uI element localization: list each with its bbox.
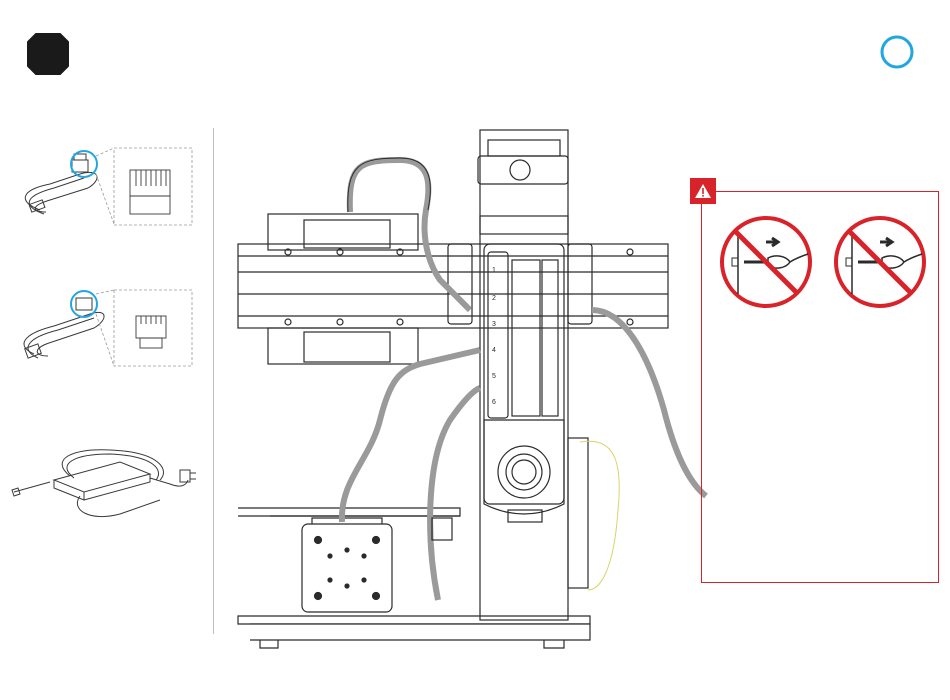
module-label-3: 3 bbox=[492, 321, 496, 328]
warning-triangle-icon bbox=[690, 178, 716, 204]
module-label-1: 1 bbox=[492, 267, 496, 274]
module-label-6: 6 bbox=[492, 399, 496, 406]
cable-a-illustration bbox=[10, 140, 200, 235]
step-badge-icon bbox=[26, 32, 70, 76]
power-adapter-illustration bbox=[10, 440, 200, 535]
module-label-4: 4 bbox=[492, 347, 496, 354]
no-unplug-prohibition-icon bbox=[718, 214, 814, 310]
cable-b-illustration bbox=[10, 286, 200, 376]
step-marker-ring-icon bbox=[880, 35, 914, 69]
no-unplug-prohibition-icon bbox=[832, 214, 928, 310]
printer-frame-illustration: 1 2 3 4 5 6 bbox=[230, 120, 710, 660]
vertical-divider bbox=[213, 128, 214, 634]
module-label-2: 2 bbox=[492, 295, 496, 302]
module-label-5: 5 bbox=[492, 373, 496, 380]
